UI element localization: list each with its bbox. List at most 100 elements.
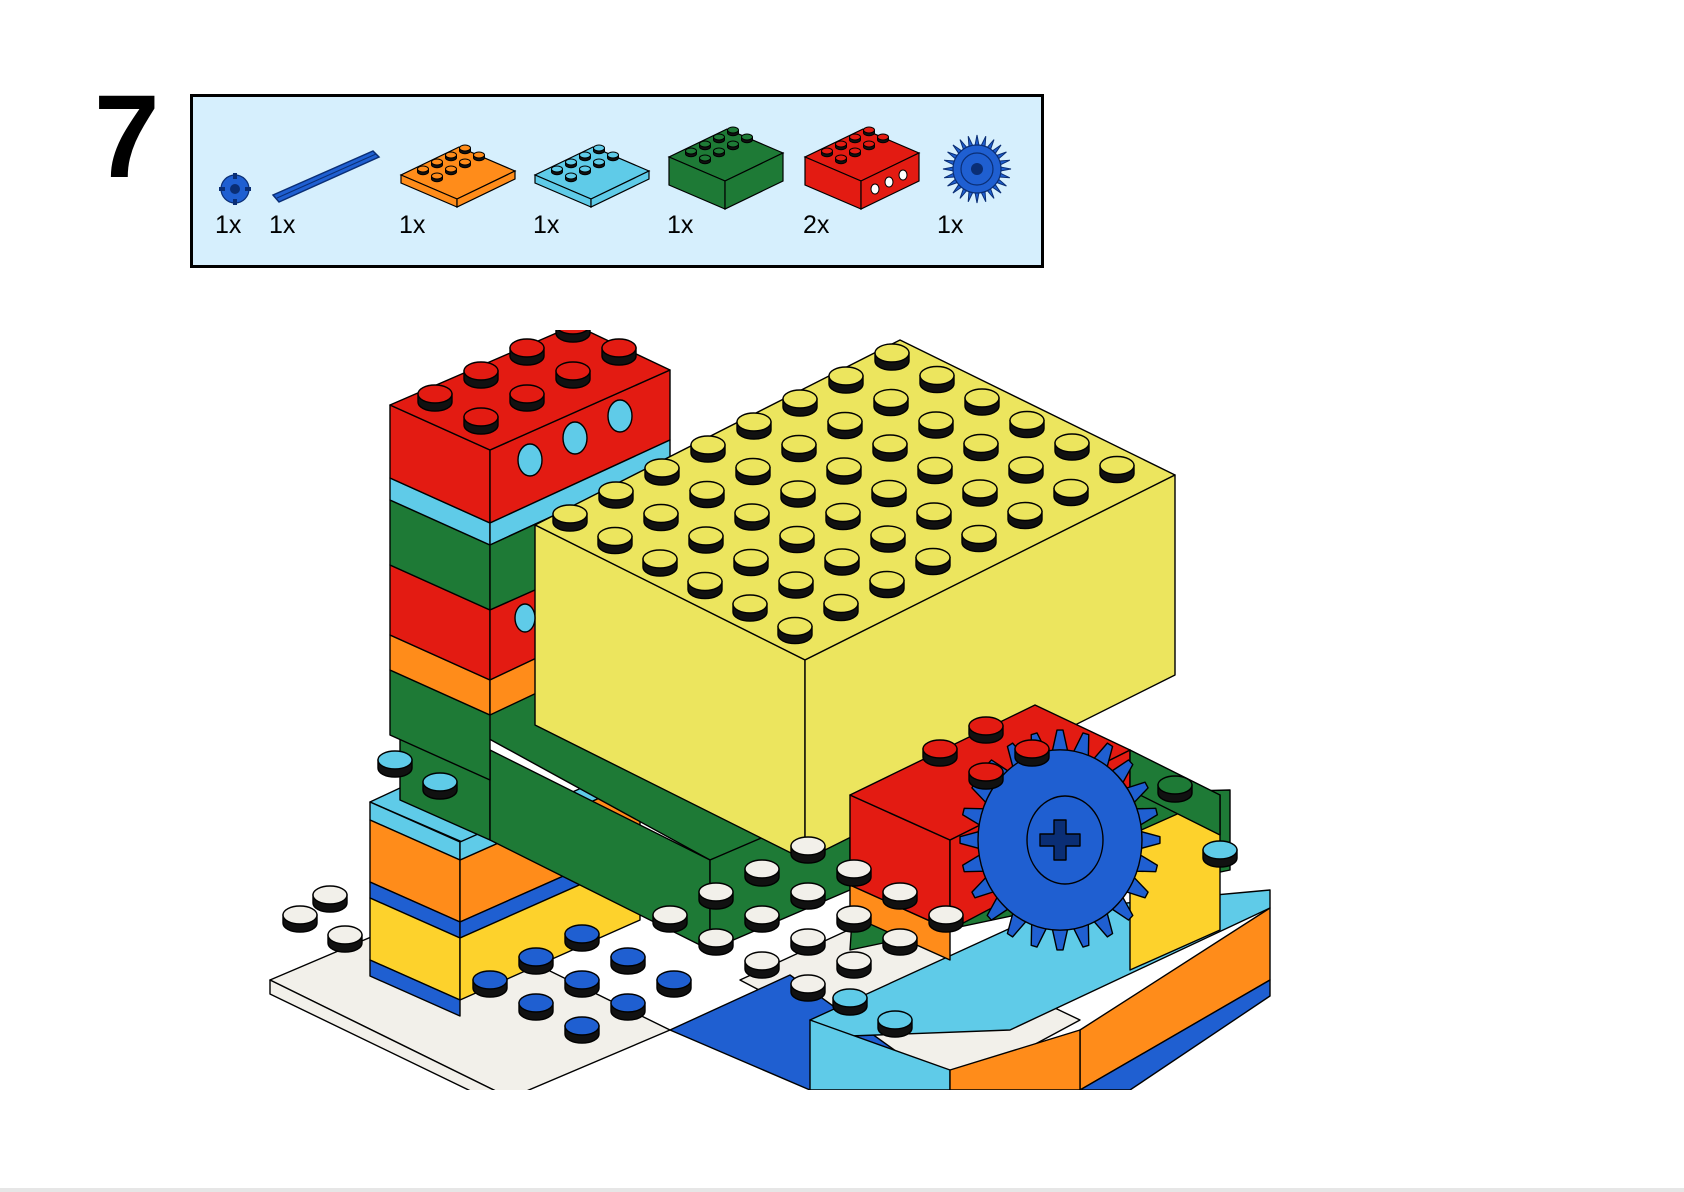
gear-tooth bbox=[980, 135, 987, 148]
stud-top bbox=[472, 970, 508, 990]
stud-top bbox=[744, 905, 780, 925]
stud-top bbox=[836, 951, 872, 971]
stud-top bbox=[698, 928, 734, 948]
stud-top bbox=[518, 993, 554, 1013]
stud-top bbox=[790, 836, 826, 856]
stud-top bbox=[327, 925, 363, 945]
stud-top bbox=[736, 412, 772, 432]
stud-top bbox=[877, 133, 889, 141]
stud-top bbox=[968, 716, 1004, 736]
stud-top bbox=[698, 882, 734, 902]
stud-top bbox=[744, 859, 780, 879]
gear-tooth bbox=[998, 159, 1011, 166]
stud-top bbox=[610, 993, 646, 1013]
stud-top bbox=[863, 126, 875, 134]
part-quantity: 2x bbox=[803, 211, 830, 239]
stud-top bbox=[579, 151, 591, 159]
stud-top bbox=[699, 140, 711, 148]
stud-top bbox=[699, 154, 711, 162]
stud-top bbox=[836, 905, 872, 925]
stud-top bbox=[780, 480, 816, 500]
stud-top bbox=[734, 503, 770, 523]
stud-top bbox=[551, 165, 563, 173]
gear-tooth bbox=[943, 172, 956, 179]
part-quantity: 1x bbox=[215, 211, 242, 239]
stud-top bbox=[463, 407, 499, 427]
stud-top bbox=[1014, 739, 1050, 759]
stud-top bbox=[459, 144, 471, 152]
stud-top bbox=[874, 343, 910, 363]
stud-top bbox=[431, 172, 443, 180]
stud-top bbox=[598, 481, 634, 501]
stud-top bbox=[656, 970, 692, 990]
stud-top bbox=[849, 147, 861, 155]
stud-top bbox=[863, 140, 875, 148]
stud-top bbox=[873, 388, 909, 409]
stud-top bbox=[445, 165, 457, 173]
stud-top bbox=[431, 158, 443, 166]
stud-top bbox=[835, 154, 847, 162]
stud-top bbox=[509, 384, 545, 404]
technic-brick-2x4-icon bbox=[803, 126, 921, 210]
stud-top bbox=[687, 571, 723, 592]
stud-top bbox=[778, 571, 814, 591]
stud-top bbox=[564, 970, 600, 990]
stud-top bbox=[790, 882, 826, 902]
stud-top bbox=[871, 479, 907, 500]
stud-top bbox=[473, 151, 485, 159]
plate-2x4-icon bbox=[399, 144, 517, 208]
stud-top bbox=[417, 165, 429, 173]
stud-top bbox=[744, 951, 780, 971]
stud-top bbox=[565, 172, 577, 180]
stud-top bbox=[607, 151, 619, 159]
stud-top bbox=[961, 524, 997, 545]
stud-top bbox=[518, 947, 554, 967]
stud-top bbox=[872, 434, 908, 454]
stud-top bbox=[836, 859, 872, 879]
stud-top bbox=[870, 525, 906, 545]
stud-top bbox=[828, 366, 864, 386]
stud-top bbox=[781, 434, 817, 455]
stud-top bbox=[735, 457, 771, 478]
stud-top bbox=[564, 1016, 600, 1036]
step-number: 7 bbox=[94, 71, 160, 203]
stud-top bbox=[564, 924, 600, 944]
gear-24-tooth-icon bbox=[959, 729, 1161, 951]
part-quantity: 1x bbox=[667, 211, 694, 239]
stud-top bbox=[422, 772, 458, 792]
stud-top bbox=[918, 411, 954, 431]
stud-top bbox=[732, 594, 768, 614]
stud-top bbox=[690, 435, 726, 455]
gear-24-tooth-icon bbox=[942, 134, 1012, 204]
stud-top bbox=[417, 384, 453, 404]
plate-2x4-icon bbox=[533, 144, 651, 208]
stud-top bbox=[685, 147, 697, 155]
stud-top bbox=[727, 126, 739, 134]
gear-tooth bbox=[967, 135, 974, 148]
gear-tooth bbox=[974, 192, 980, 204]
stud-top bbox=[849, 133, 861, 141]
stud-top bbox=[688, 526, 724, 546]
part-quantity: 1x bbox=[533, 211, 560, 239]
stud-top bbox=[877, 1010, 913, 1030]
bush-icon bbox=[219, 173, 251, 205]
stud-top bbox=[1053, 478, 1089, 499]
stud-top bbox=[963, 433, 999, 454]
stud-top bbox=[922, 739, 958, 759]
stud-top bbox=[827, 411, 863, 432]
stud-top bbox=[916, 502, 952, 522]
stud-top bbox=[601, 338, 637, 358]
stud-top bbox=[1008, 456, 1044, 476]
part-quantity: 1x bbox=[937, 211, 964, 239]
stud-top bbox=[962, 479, 998, 499]
parts-list-panel: 1x 1x 1x 1x bbox=[190, 94, 1044, 268]
stud-top bbox=[928, 905, 964, 925]
stud-top bbox=[312, 885, 348, 905]
stud-top bbox=[610, 947, 646, 967]
stud-top bbox=[869, 570, 905, 591]
stud-top bbox=[782, 389, 818, 409]
stud-top bbox=[790, 928, 826, 948]
stud-top bbox=[689, 480, 725, 501]
stud-top bbox=[377, 750, 413, 770]
